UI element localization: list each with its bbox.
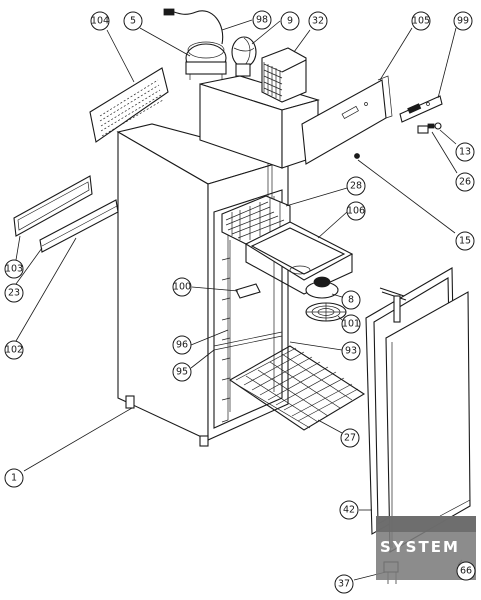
callout-102: 102 — [4, 340, 24, 360]
display-panel — [399, 95, 443, 123]
callout-93-label: 93 — [345, 346, 357, 357]
condenser-fan — [231, 36, 257, 77]
small-parts — [354, 122, 442, 159]
callout-42-label: 42 — [343, 505, 355, 516]
callout-23-label: 23 — [8, 288, 20, 299]
callout-98-label: 98 — [256, 15, 268, 26]
callout-27: 27 — [340, 428, 360, 448]
control-panel — [301, 75, 393, 165]
callout-100-label: 100 — [173, 282, 191, 293]
callout-98: 98 — [252, 10, 272, 30]
callout-37: 37 — [334, 574, 354, 594]
callout-104: 104 — [90, 11, 110, 31]
callout-23: 23 — [4, 283, 24, 303]
callout-102-label: 102 — [5, 345, 23, 356]
shelf-clip — [235, 283, 261, 299]
callout-96: 96 — [172, 335, 192, 355]
callout-95: 95 — [172, 362, 192, 382]
callout-27-label: 27 — [344, 433, 356, 444]
callout-100: 100 — [172, 277, 192, 297]
side-strips — [13, 175, 119, 253]
callout-103: 103 — [4, 259, 24, 279]
drip-tray — [244, 221, 354, 295]
callout-8-label: 8 — [348, 295, 354, 306]
callout-106-label: 106 — [347, 206, 365, 217]
callout-1-label: 1 — [11, 473, 17, 484]
ventilation-grille — [89, 67, 169, 143]
callout-28: 28 — [346, 176, 366, 196]
callout-101: 101 — [341, 314, 361, 334]
callout-96-label: 96 — [176, 340, 188, 351]
watermark-logo: SYSTEM — [376, 516, 476, 580]
compressor — [163, 8, 227, 80]
callout-101-label: 101 — [342, 319, 360, 330]
callout-15-label: 15 — [459, 236, 471, 247]
callout-66: 66 — [456, 561, 476, 581]
door-panel — [385, 291, 471, 553]
callout-32: 32 — [308, 11, 328, 31]
callout-9-label: 9 — [287, 16, 293, 27]
evaporator-fan — [305, 276, 347, 322]
cabinet-body — [116, 123, 291, 447]
callout-13: 13 — [455, 142, 475, 162]
callout-32-label: 32 — [312, 16, 324, 27]
callout-42: 42 — [339, 500, 359, 520]
callout-106: 106 — [346, 201, 366, 221]
callout-15: 15 — [455, 231, 475, 251]
callout-105-label: 105 — [412, 16, 430, 27]
callout-1: 1 — [4, 468, 24, 488]
watermark-text: SYSTEM — [380, 538, 460, 556]
callout-5-label: 5 — [130, 16, 136, 27]
callout-99: 99 — [453, 11, 473, 31]
callout-103-label: 103 — [5, 264, 23, 275]
callout-93: 93 — [341, 341, 361, 361]
callout-26: 26 — [455, 172, 475, 192]
callout-99-label: 99 — [457, 16, 469, 27]
callout-66-label: 66 — [460, 566, 472, 577]
leader-lines — [15, 19, 463, 581]
callout-95-label: 95 — [176, 367, 188, 378]
callout-5: 5 — [123, 11, 143, 31]
callout-9: 9 — [280, 11, 300, 31]
callout-8: 8 — [341, 290, 361, 310]
callout-104-label: 104 — [91, 16, 109, 27]
callout-28-label: 28 — [350, 181, 362, 192]
condenser — [261, 47, 307, 103]
wire-shelf — [228, 345, 366, 431]
callout-26-label: 26 — [459, 177, 471, 188]
callout-13-label: 13 — [459, 147, 471, 158]
callout-105: 105 — [411, 11, 431, 31]
callout-37-label: 37 — [338, 579, 350, 590]
